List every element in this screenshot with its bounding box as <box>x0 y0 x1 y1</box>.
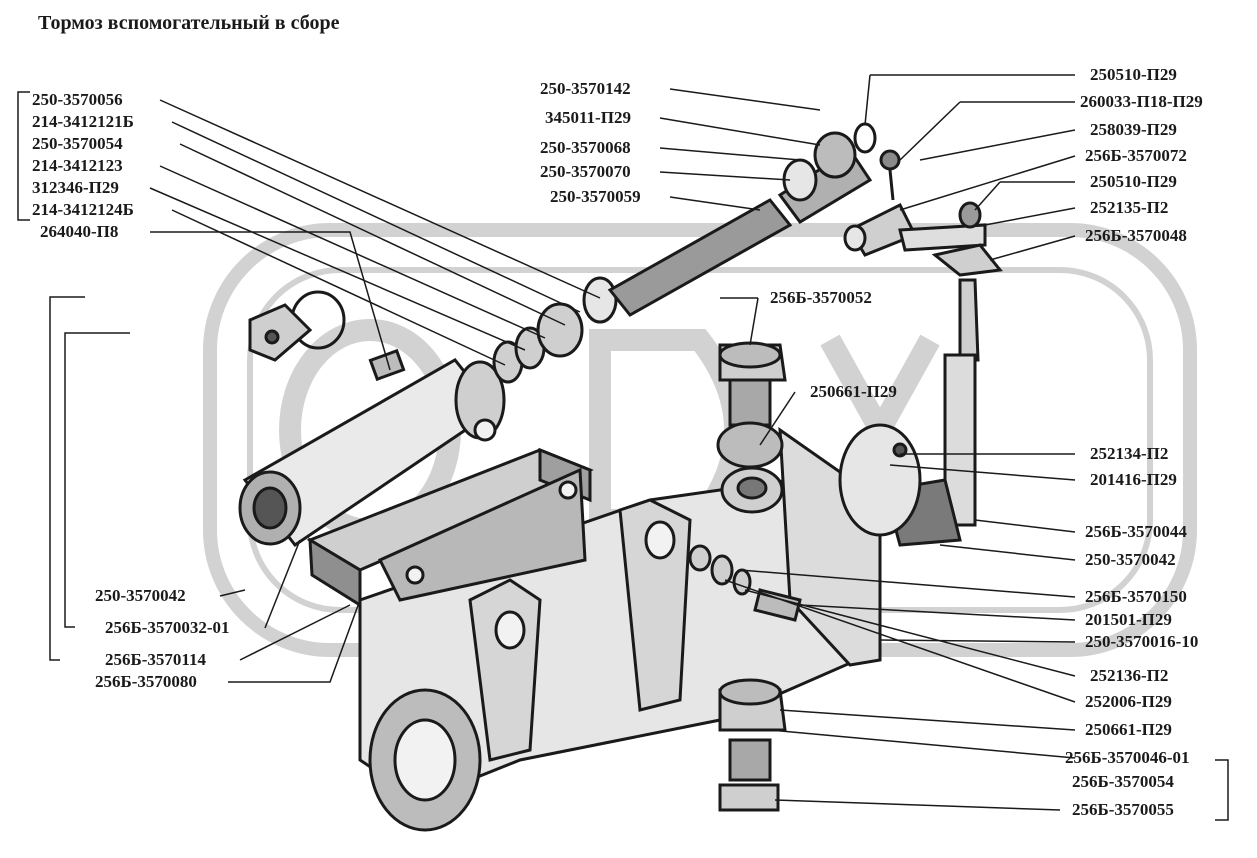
part-label: 250-3570056 <box>32 90 123 109</box>
part-label: 312346-П29 <box>32 178 119 197</box>
part-label: 345011-П29 <box>545 108 631 127</box>
part-label: 256Б-3570080 <box>95 672 197 691</box>
part-label: 250-3570054 <box>32 134 123 153</box>
part-label: 214-3412121Б <box>32 112 134 131</box>
fittings <box>688 341 922 812</box>
diagram-title: Тормоз вспомогательный в сборе <box>38 12 340 34</box>
part-label: 201416-П29 <box>1090 470 1177 489</box>
part-label: 256Б-3570048 <box>1085 226 1187 245</box>
part-label: 258039-П29 <box>1090 120 1177 139</box>
bracket-lines <box>17 91 1229 821</box>
part-label: 260033-П18-П29 <box>1080 92 1203 111</box>
part-label: 256Б-3570044 <box>1085 522 1187 541</box>
part-label: 256Б-3570072 <box>1085 146 1187 165</box>
part-label: 256Б-3570046-01 <box>1065 748 1190 767</box>
part-label: 214-3412124Б <box>32 200 134 219</box>
part-label: 256Б-3570114 <box>105 650 206 669</box>
part-label: 256Б-3570055 <box>1072 800 1174 819</box>
brake-cylinder <box>238 358 506 548</box>
leader-lines <box>149 74 1076 811</box>
brake-housing <box>358 426 882 832</box>
part-label: 256Б-3570032-01 <box>105 618 230 637</box>
part-label: 250-3570042 <box>1085 550 1176 569</box>
part-label: 250-3570068 <box>540 138 631 157</box>
part-label: 250510-П29 <box>1090 172 1177 191</box>
part-label: 250-3570070 <box>540 162 631 181</box>
part-label: 201501-П29 <box>1085 610 1172 629</box>
bracket-plate <box>306 447 594 608</box>
part-label: 252134-П2 <box>1090 444 1169 463</box>
part-label: 250661-П29 <box>1085 720 1172 739</box>
part-label: 252006-П29 <box>1085 692 1172 711</box>
part-label: 264040-П8 <box>40 222 119 241</box>
part-label: 256Б-3570150 <box>1085 587 1187 606</box>
part-label: 250661-П29 <box>810 382 897 401</box>
part-label: 250-3570042 <box>95 586 186 605</box>
part-label: 250510-П29 <box>1090 65 1177 84</box>
part-label: 252135-П2 <box>1090 198 1169 217</box>
spring-assembly <box>492 122 877 384</box>
part-label: 256Б-3570052 <box>770 288 872 307</box>
part-label: 250-3570059 <box>550 187 641 206</box>
part-label: 250-3570016-10 <box>1085 632 1199 651</box>
plug-left <box>248 290 406 382</box>
part-label: 214-3412123 <box>32 156 123 175</box>
part-label: 250-3570142 <box>540 79 631 98</box>
part-label: 256Б-3570054 <box>1072 772 1174 791</box>
part-label: 252136-П2 <box>1090 666 1169 685</box>
